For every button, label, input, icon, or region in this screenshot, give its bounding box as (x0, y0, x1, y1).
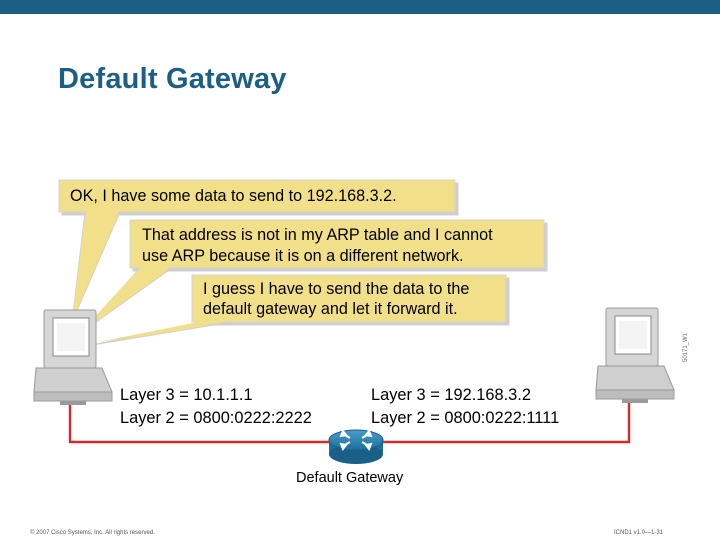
bubble-2-line-1: That address is not in my ARP table and … (142, 226, 493, 244)
router-label: Default Gateway (296, 470, 404, 486)
speech-bubble-3 (91, 274, 507, 346)
page-title: Default Gateway (58, 63, 287, 95)
right-host-layer3: Layer 3 = 192.168.3.2 (371, 386, 531, 404)
footer-course-code: ICND1 v1.0—1-31 (614, 530, 664, 536)
bubble-3-line-1: I guess I have to send the data to the (203, 280, 470, 298)
right-computer-icon (595, 307, 675, 403)
left-host-layer3: Layer 3 = 10.1.1.1 (120, 386, 253, 404)
speech-bubble-1 (58, 179, 456, 323)
top-banner (0, 0, 720, 14)
bubble-3-line-2: default gateway and let it forward it. (203, 300, 458, 318)
figure-code: 50171_W1 (683, 332, 689, 362)
left-host-layer2: Layer 2 = 0800:0222:2222 (120, 409, 312, 427)
bubble-1-text: OK, I have some data to send to 192.168.… (70, 187, 397, 205)
speech-bubble-2 (81, 219, 545, 333)
bubble-2-line-2: use ARP because it is on a different net… (142, 247, 464, 265)
footer-copyright: © 2007 Cisco Systems, Inc. All rights re… (30, 530, 155, 536)
right-host-layer2: Layer 2 = 0800:0222:1111 (371, 409, 560, 427)
left-computer-icon (33, 309, 113, 405)
router-icon (328, 428, 384, 464)
